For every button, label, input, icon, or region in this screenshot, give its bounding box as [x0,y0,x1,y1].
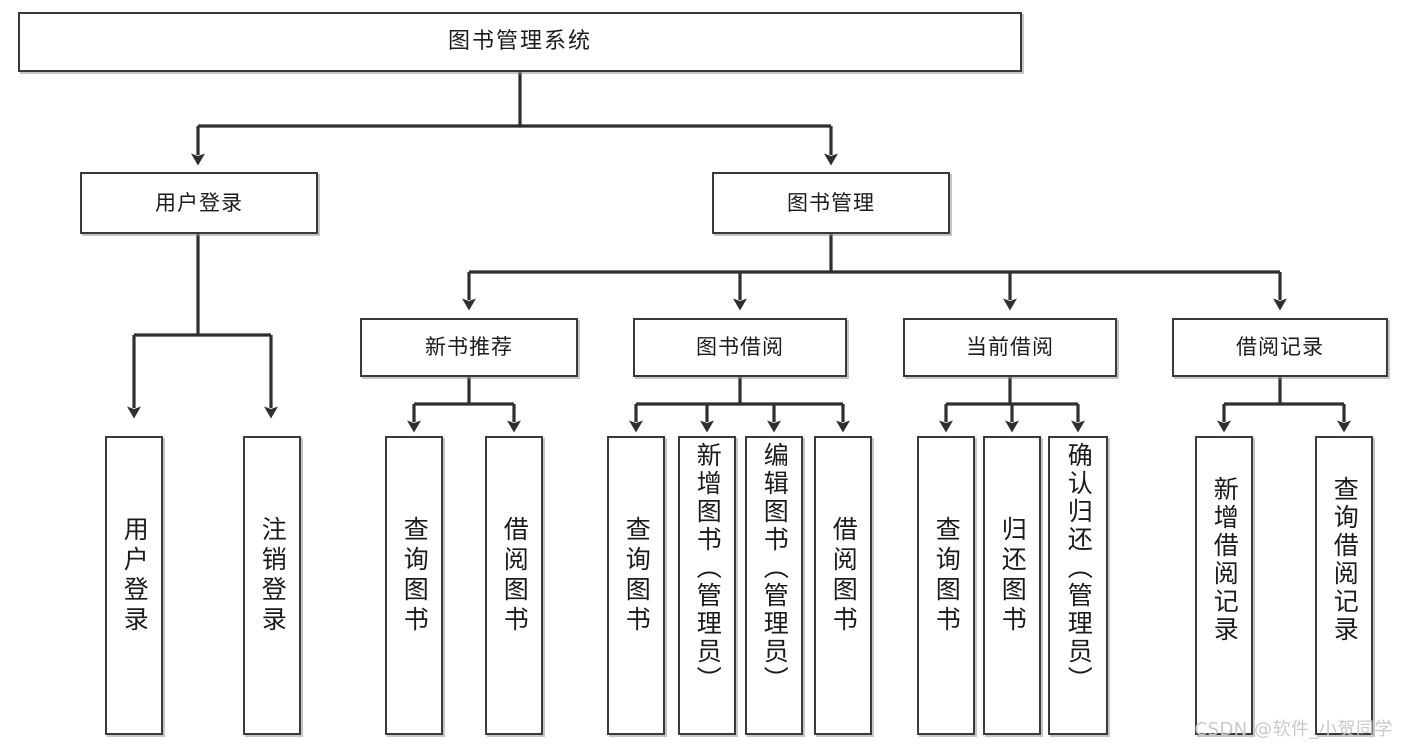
node-label: 查询借阅记录 [1330,476,1360,644]
node-label: 归还图书 [998,516,1028,636]
node-label: 借阅图书 [500,516,530,636]
node-leaf-query-borrow-record[interactable]: 查询借阅记录 [1315,436,1373,735]
node-label: 借阅图书 [829,516,859,636]
node-leaf-confirm-return-admin[interactable]: 确认归还（管理员） [1048,436,1108,735]
node-leaf-edit-book-admin[interactable]: 编辑图书（管理员） [745,436,803,735]
node-leaf-user-login[interactable]: 用户登录 [105,436,163,735]
node-leaf-logout[interactable]: 注销登录 [243,436,301,735]
node-book-management[interactable]: 图书管理 [712,172,950,234]
node-leaf-borrow-book[interactable]: 借阅图书 [814,436,872,735]
node-leaf-query-book-borrow[interactable]: 查询图书 [607,436,665,735]
node-leaf-add-borrow-record[interactable]: 新增借阅记录 [1195,436,1253,735]
node-label: 注销登录 [258,516,288,636]
node-book-borrow[interactable]: 图书借阅 [633,318,847,377]
node-label: 图书借阅 [696,335,784,360]
node-borrow-record[interactable]: 借阅记录 [1172,318,1388,377]
node-user-login[interactable]: 用户登录 [80,172,318,234]
node-label: 确认归还（管理员） [1064,442,1094,694]
node-label: 当前借阅 [966,335,1054,360]
node-leaf-query-book-current[interactable]: 查询图书 [917,436,975,735]
node-leaf-return-book[interactable]: 归还图书 [983,436,1041,735]
node-label: 查询图书 [932,516,962,636]
node-label: 新增图书（管理员） [693,442,723,694]
node-label: 查询图书 [622,516,652,636]
node-label: 借阅记录 [1236,335,1324,360]
node-leaf-query-book-recommend[interactable]: 查询图书 [385,436,443,735]
node-label: 新书推荐 [425,335,513,360]
node-current-borrow[interactable]: 当前借阅 [903,318,1117,377]
node-label: 用户登录 [120,516,150,636]
node-label: 查询图书 [400,516,430,636]
csdn-watermark: CSDN @软件_小贺同学 [1194,719,1393,740]
node-root-book-management-system[interactable]: 图书管理系统 [18,12,1022,72]
node-label: 图书管理系统 [447,29,592,55]
node-label: 用户登录 [155,190,243,215]
node-leaf-borrow-book-recommend[interactable]: 借阅图书 [485,436,543,735]
node-leaf-add-book-admin[interactable]: 新增图书（管理员） [678,436,736,735]
node-label: 编辑图书（管理员） [760,442,790,694]
node-label: 新增借阅记录 [1210,476,1240,644]
node-new-book-recommend[interactable]: 新书推荐 [360,318,578,377]
node-label: 图书管理 [787,190,875,215]
